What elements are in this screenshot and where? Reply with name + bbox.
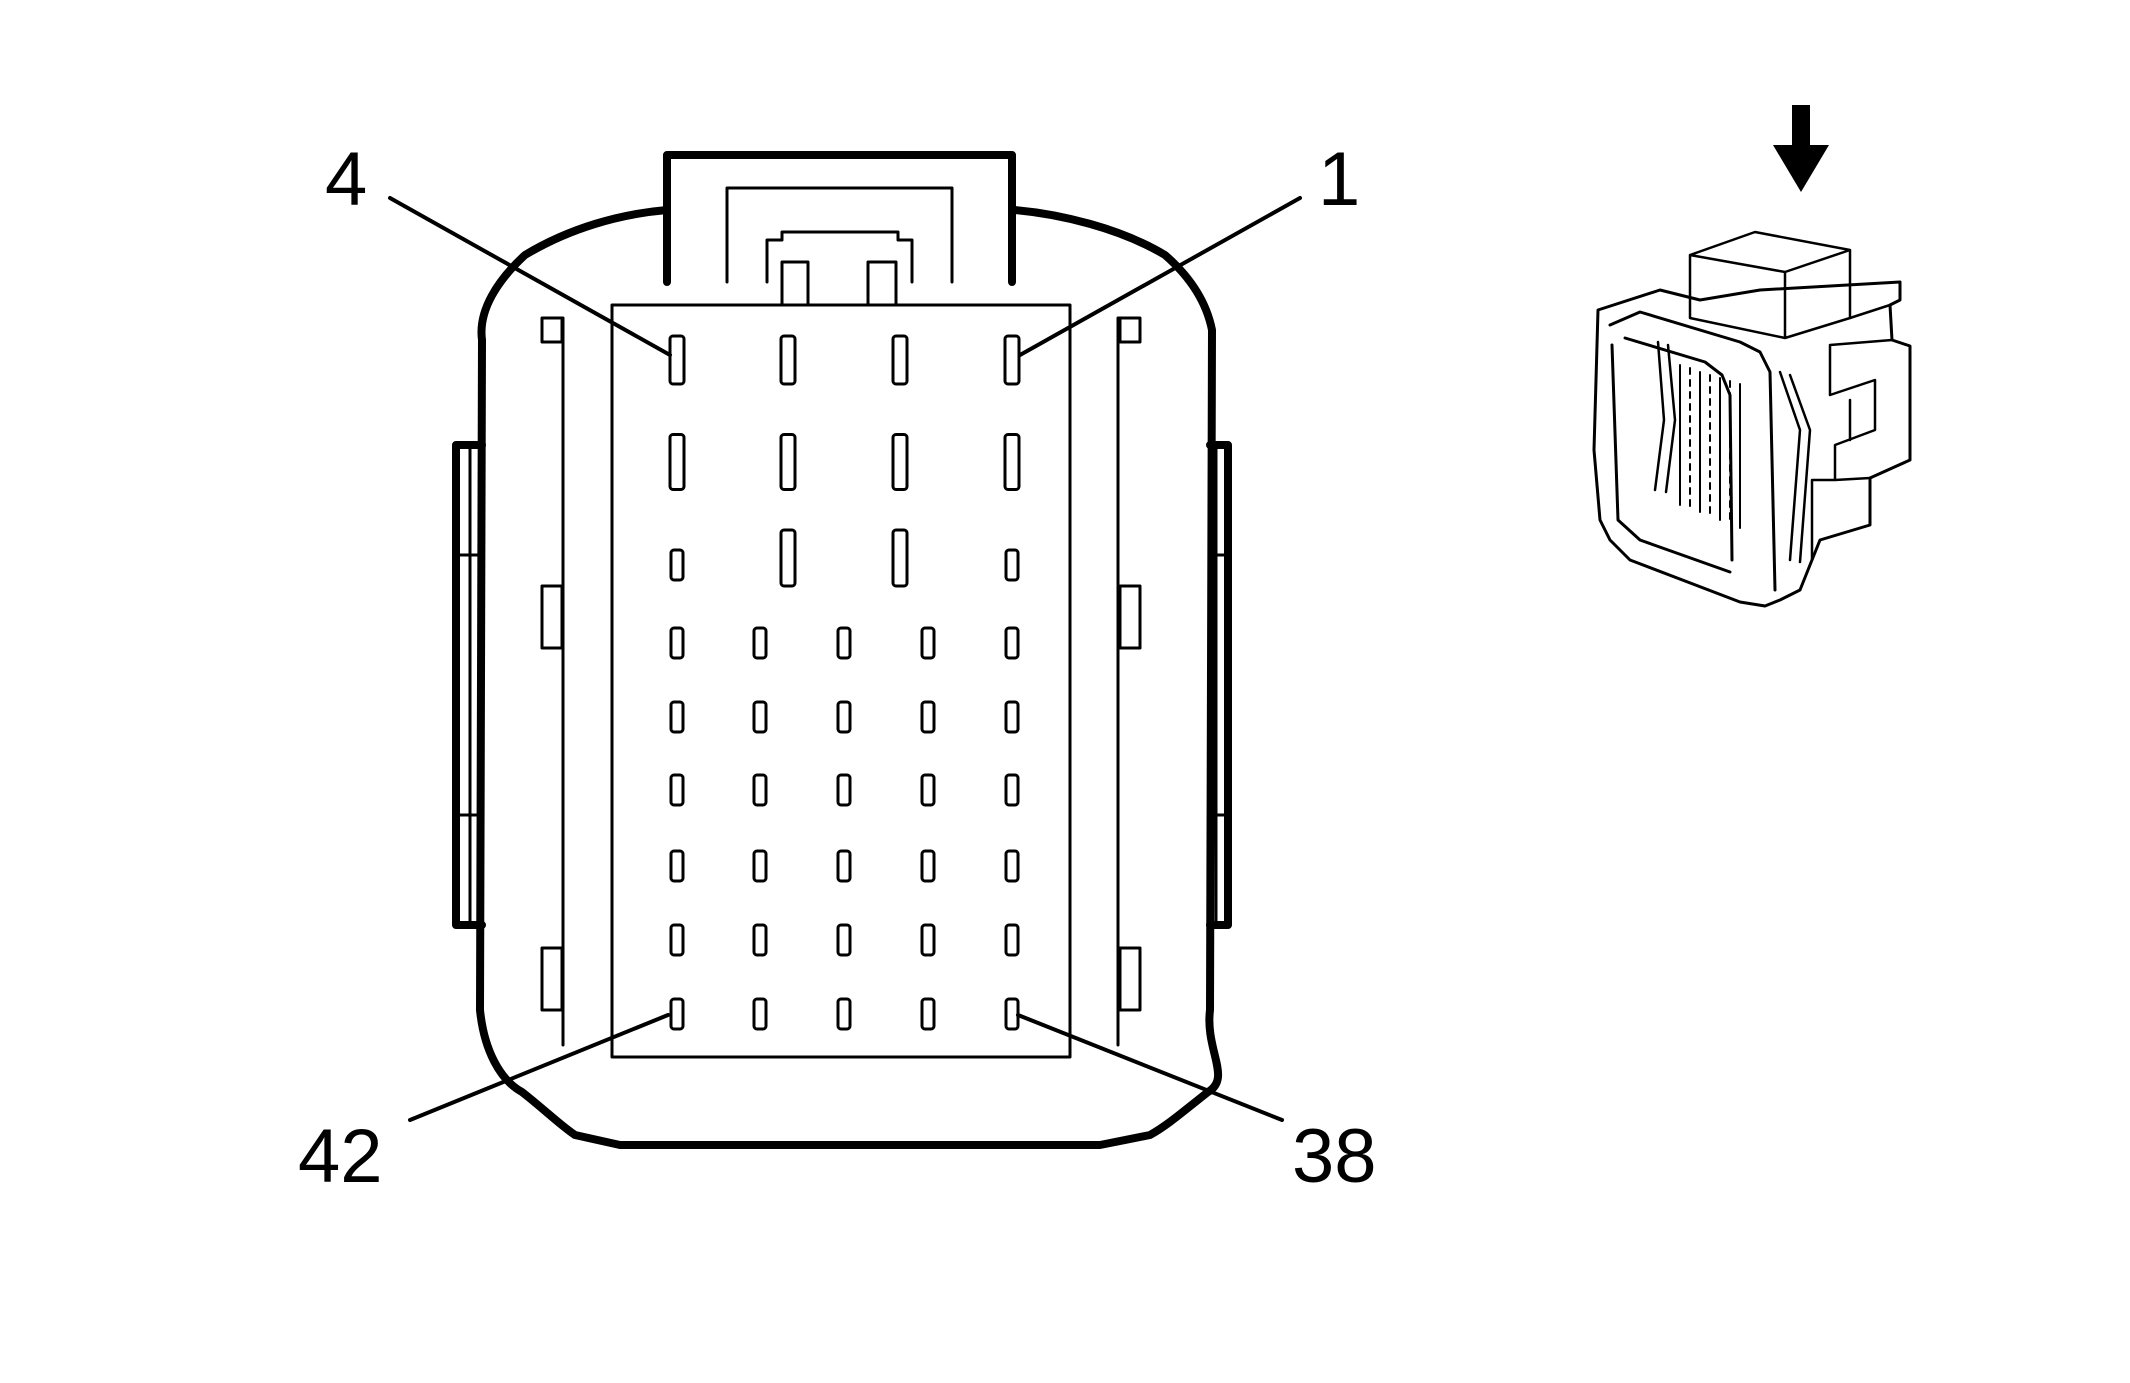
pin-cavity <box>920 849 936 883</box>
locating-keys <box>540 316 1142 1012</box>
pin-cavity <box>1004 997 1020 1031</box>
right-rib <box>1206 441 1232 929</box>
pin-cavity <box>836 997 852 1031</box>
pin-cavity <box>752 997 768 1031</box>
connector-face <box>388 151 1302 1149</box>
inset-rails <box>1653 340 1812 564</box>
pin-cavity <box>752 849 768 883</box>
cavity-guides <box>541 316 1140 1047</box>
pin-cavity <box>920 773 936 807</box>
pin-cavity <box>669 626 685 660</box>
leader-line-42 <box>408 1013 670 1122</box>
pin-cavity <box>669 548 685 582</box>
right-rib-detail <box>1208 443 1230 927</box>
pin-cavity <box>891 528 909 588</box>
inset-side-detail <box>1810 303 1894 562</box>
pin-cavity <box>836 626 852 660</box>
pin-cavity <box>779 528 797 588</box>
pin-label-1: 1 <box>1318 137 1360 222</box>
pin-cavity <box>1004 923 1020 957</box>
pin-cavity <box>1004 849 1020 883</box>
pin-cavity <box>1004 773 1020 807</box>
latch-tab <box>765 230 914 307</box>
cavity-frame <box>610 303 1072 1059</box>
pin-cavity <box>920 997 936 1031</box>
top-latch <box>663 151 1016 286</box>
pin-cavity <box>920 923 936 957</box>
pin-label-42: 42 <box>298 1114 383 1199</box>
pin-cavity <box>669 997 685 1031</box>
pin-cavity <box>891 334 909 386</box>
pin-cavity <box>669 923 685 957</box>
pin-cavity <box>836 849 852 883</box>
pin-cavity <box>752 773 768 807</box>
pin-cavity <box>779 433 797 491</box>
leader-lines <box>388 196 1302 1122</box>
pin-cavity <box>668 334 686 386</box>
inset-front-frame <box>1608 310 1777 592</box>
inset-cavities <box>1679 364 1741 529</box>
pin-cavity <box>752 923 768 957</box>
pin-cavity <box>891 433 909 491</box>
pin-cavity <box>1004 700 1020 734</box>
pin-cavity <box>1004 548 1020 582</box>
pin-cavity <box>836 923 852 957</box>
pin-cavity <box>669 773 685 807</box>
pin-cavity <box>920 626 936 660</box>
pin-cavity <box>836 700 852 734</box>
leader-line-38 <box>1016 1013 1284 1122</box>
pin-cavity <box>920 700 936 734</box>
down-arrow-icon <box>1773 105 1829 192</box>
pin-label-38: 38 <box>1292 1114 1377 1199</box>
pin-cavity <box>1003 334 1021 386</box>
pin-cavity <box>752 626 768 660</box>
left-rib-detail <box>454 443 482 927</box>
pin-cavity <box>1003 433 1021 491</box>
pin-cavity <box>779 334 797 386</box>
pin-cavity <box>669 849 685 883</box>
pin-label-4: 4 <box>325 137 367 222</box>
pin-cavity <box>668 433 686 491</box>
inset-connector-view <box>1592 105 1912 608</box>
latch-inner <box>725 186 954 284</box>
pin-cavity <box>1004 626 1020 660</box>
pin-cavity <box>836 773 852 807</box>
inset-body <box>1592 280 1912 608</box>
pin-grid <box>668 334 1021 1031</box>
pin-cavity <box>752 700 768 734</box>
leader-line-4 <box>388 196 672 357</box>
pin-cavity <box>669 700 685 734</box>
leader-line-1 <box>1018 196 1302 357</box>
